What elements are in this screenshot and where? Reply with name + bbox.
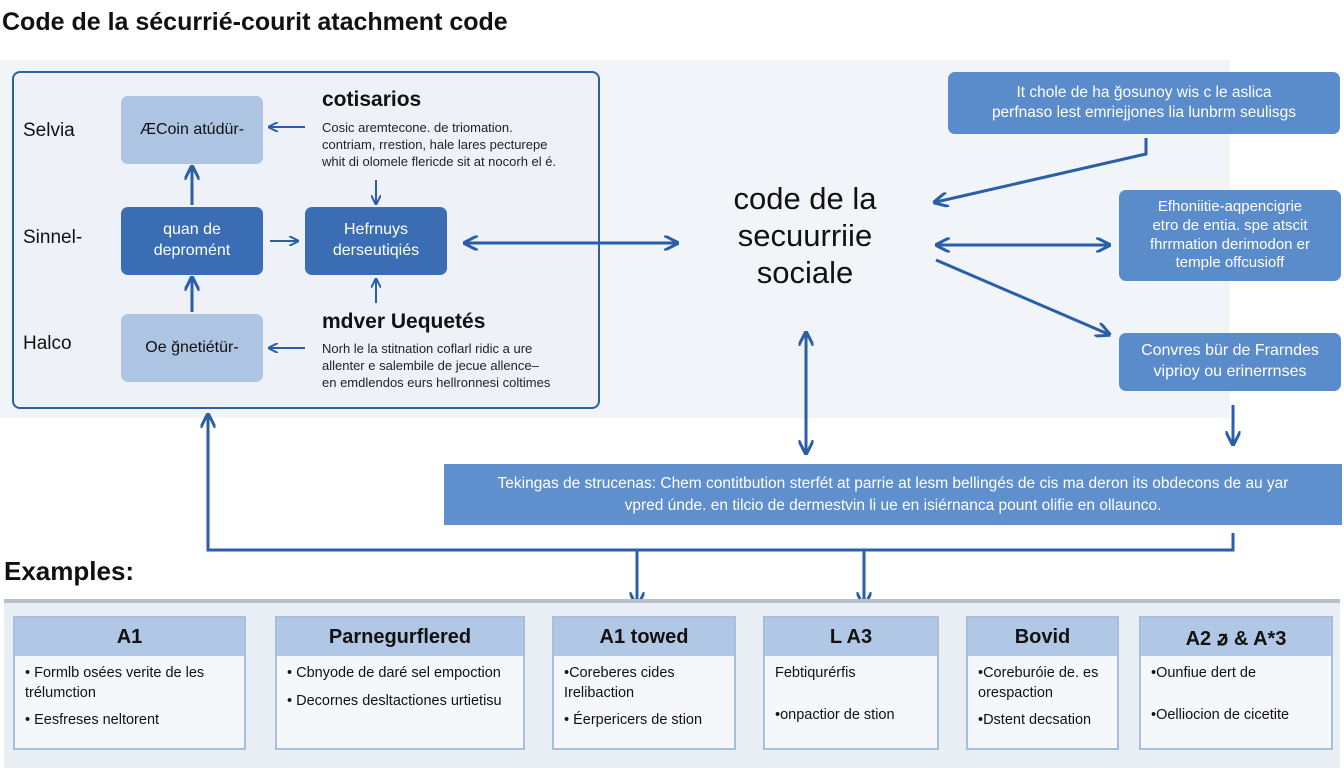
example-card-5-item-2: •Dstent decsation	[978, 712, 1092, 729]
center-line-1: code de la	[733, 181, 877, 216]
right-box-3-line-2: viprioy ou erinerrnses	[1153, 363, 1307, 380]
bottom-desc-line-1: Norh le la stitnation coflarl ridic a ur…	[322, 341, 533, 356]
right-box-2-line-1: Efhoniitie-aqpencigrie	[1157, 198, 1303, 215]
center-node: code de la secuurriie sociale	[700, 180, 910, 292]
example-card-1-title: A1	[15, 618, 244, 656]
example-card-3-item-1: •Coreberes cides Irelibaction	[564, 665, 675, 701]
example-card-4-title: L A3	[765, 618, 937, 656]
right-box-2-line-2: etro de entia. spe atscit	[1152, 216, 1308, 234]
top-section-desc: Cosic aremtecone. de triomation. contria…	[322, 120, 597, 171]
row-label-2: Sinnel-	[23, 227, 83, 248]
example-card-2: Parnegurflered • Cbnyode de daré sel emp…	[275, 616, 525, 750]
row-label-1: Selvia	[23, 120, 75, 141]
box-top-left: ÆCoin atúdür-	[121, 96, 263, 164]
example-card-1-item-2: • Eesfreses neltorent	[25, 712, 160, 729]
row-label-3: Halco	[23, 333, 72, 354]
example-card-5-item-1: •Coreburóie de. es orespaction	[978, 665, 1099, 701]
example-card-5: Bovid •Coreburóie de. es orespaction •Ds…	[966, 616, 1119, 750]
top-section-heading: cotisarios	[322, 88, 422, 111]
example-card-6-item-2: •Oelliocion de cicetite	[1151, 706, 1290, 723]
example-card-4-item-1: Febtiqurérfis	[775, 665, 856, 681]
example-card-3: A1 towed •Coreberes cides Irelibaction •…	[552, 616, 736, 750]
right-box-2: Efhoniitie-aqpencigrie etro de entia. sp…	[1119, 190, 1341, 281]
example-card-2-item-1: • Cbnyode de daré sel empoction	[287, 665, 501, 681]
bottom-desc-line-3: en emdlendos eurs hellronnesi coltimes	[322, 374, 551, 390]
example-card-6-item-1: •Ounfiue dert de	[1151, 665, 1257, 681]
box-central: Hefrnuys derseutiqiés	[305, 207, 447, 275]
box-middle-left: quan de depromént	[121, 207, 263, 275]
center-line-3: sociale	[756, 255, 854, 291]
example-card-1: A1 • Formlb osées verite de les trélumct…	[13, 616, 246, 750]
arrow-right-box-1-to-node	[936, 138, 1148, 202]
band-line-2: vpred únde. en tilcio de dermestvin li u…	[624, 496, 1162, 514]
center-line-2: secuurriie	[737, 218, 873, 254]
bottom-section-desc: Norh le la stitnation coflarl ridic a ur…	[322, 341, 597, 392]
right-box-2-line-4: temple offcusioff	[1175, 254, 1285, 272]
top-desc-line-2: contriam, rrestion, hale lares pecturepe	[322, 136, 548, 152]
example-card-4: L A3 Febtiqurérfis •onpactior de stion	[763, 616, 939, 750]
examples-label: Examples:	[4, 556, 135, 586]
arrow-node-to-right-box-3	[935, 258, 1108, 334]
example-card-2-item-2: • Decornes desltactiones urtietisu	[287, 692, 502, 709]
example-card-6: A2 ꬿ & A*3 •Ounfiue dert de •Oelliocion …	[1139, 616, 1333, 750]
right-box-3: Convres bür de Frarndes viprioy ou erine…	[1119, 333, 1341, 391]
top-desc-line-1: Cosic aremtecone. de triomation.	[322, 120, 513, 135]
right-box-3-line-1: Convres bür de Frarndes	[1141, 342, 1319, 360]
summary-band: Tekingas de strucenas: Chem contitbution…	[444, 464, 1342, 525]
top-desc-line-3: whit di olomele flericde sit at nocorh e…	[322, 153, 557, 169]
examples-divider	[4, 599, 1340, 603]
example-card-5-title: Bovid	[968, 618, 1117, 656]
page-title: Code de la sécurrié-courit atachment cod…	[2, 8, 508, 36]
example-card-1-item-1: • Formlb osées verite de les trélumction	[25, 665, 205, 701]
arrow-loop-to-left-panel	[208, 416, 1235, 552]
example-card-3-item-2: • Éerpericers de stion	[564, 712, 703, 729]
bottom-desc-line-2: allenter e salembile de jecue allence–	[322, 357, 539, 373]
band-line-1: Tekingas de strucenas: Chem contitbution…	[497, 474, 1289, 492]
right-box-1: It chole de ha ğosunoy wis c le aslica p…	[948, 72, 1340, 134]
right-box-1-line-1: It chole de ha ğosunoy wis c le aslica	[1016, 83, 1272, 101]
box-bottom-left: Oe ğnetiétür-	[121, 314, 263, 382]
right-box-2-line-3: fhrrmation derimodon er	[1149, 235, 1311, 253]
example-card-2-title: Parnegurflered	[277, 618, 523, 656]
example-card-4-item-2: •onpactior de stion	[775, 706, 895, 723]
example-card-3-title: A1 towed	[554, 618, 734, 656]
bottom-section-heading: mdver Uequetés	[322, 310, 486, 333]
example-card-6-title: A2 ꬿ & A*3	[1141, 618, 1331, 656]
right-box-1-line-2: perfnaso lest emriejjones lia lunbrm seu…	[991, 104, 1297, 121]
